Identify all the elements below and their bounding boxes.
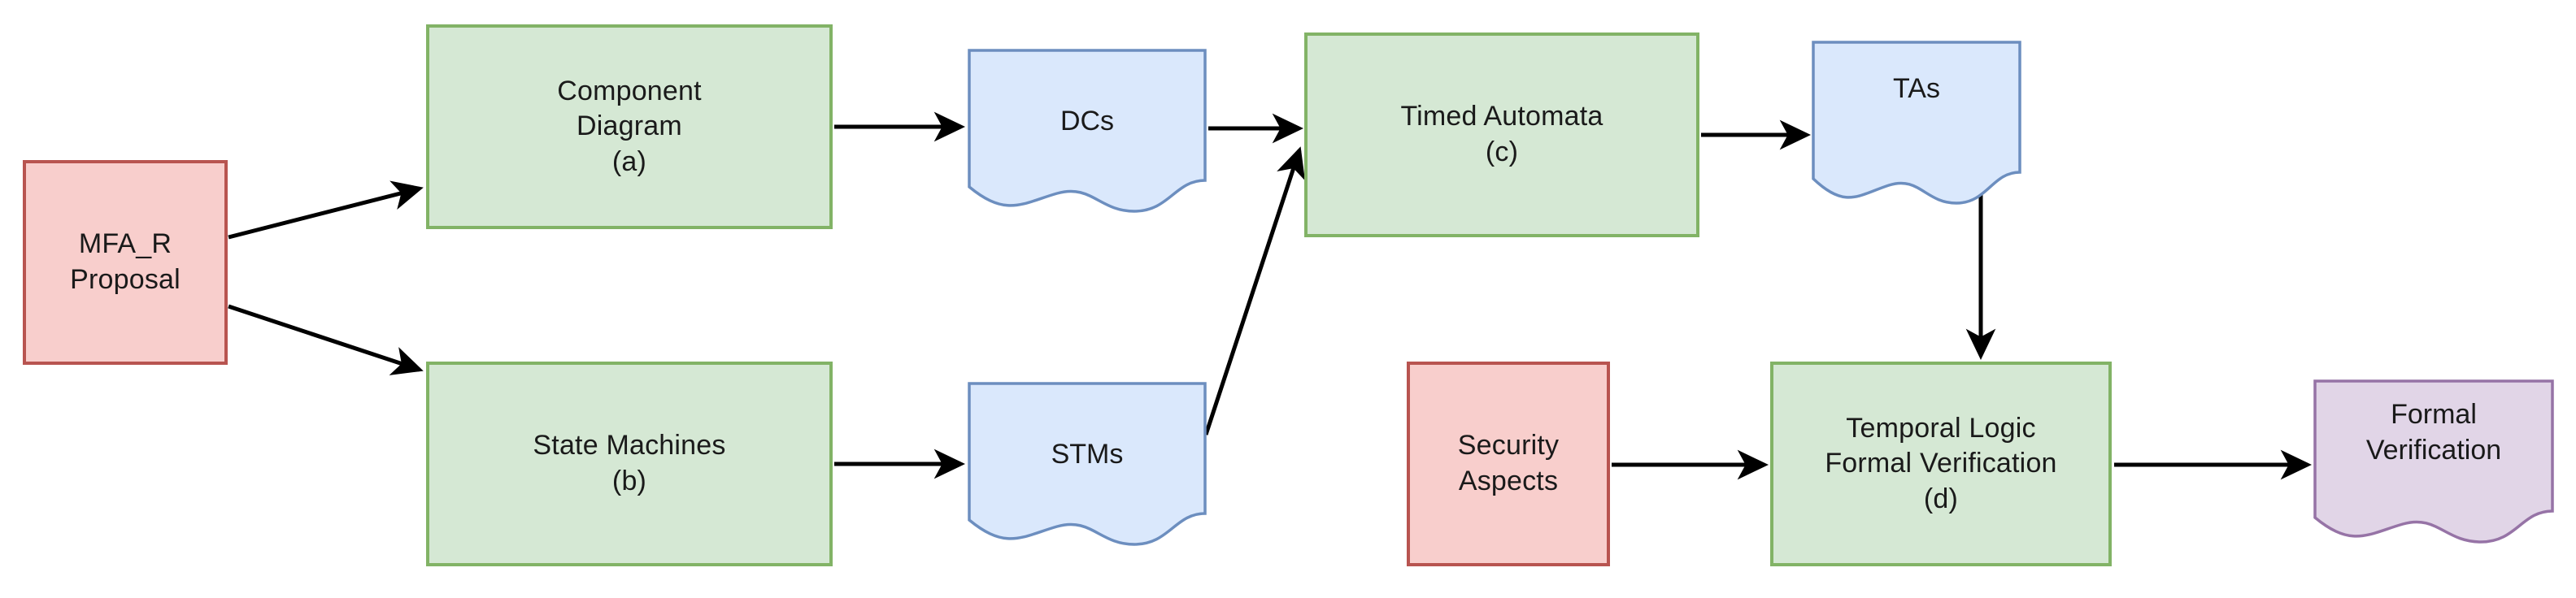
- node-security-aspects[interactable]: Security Aspects: [1407, 362, 1610, 566]
- node-dcs[interactable]: DCs: [968, 49, 1207, 219]
- edge-stms-to-timedautomata: [1203, 146, 1306, 436]
- edge-proposal-to-statemachines: [228, 304, 424, 375]
- node-timed-automata[interactable]: Timed Automata (c): [1304, 32, 1699, 237]
- node-mfa-r-proposal[interactable]: MFA_R Proposal: [23, 160, 228, 365]
- node-formal-verification-label: Formal Verification: [2365, 399, 2502, 466]
- node-component-diagram[interactable]: Component Diagram (a): [426, 24, 833, 229]
- edge-proposal-to-component: [228, 180, 424, 240]
- node-formal-verification[interactable]: Formal Verification: [2313, 379, 2554, 550]
- node-temporal-logic-formal-verification[interactable]: Temporal Logic Formal Verification (d): [1770, 362, 2112, 566]
- node-tas[interactable]: TAs: [1812, 41, 2021, 211]
- node-stms[interactable]: STMs: [968, 382, 1207, 552]
- node-state-machines[interactable]: State Machines (b): [426, 362, 833, 566]
- node-dcs-label: DCs: [1060, 106, 1115, 136]
- node-tas-label: TAs: [1893, 73, 1940, 104]
- node-stms-label: STMs: [1051, 439, 1124, 470]
